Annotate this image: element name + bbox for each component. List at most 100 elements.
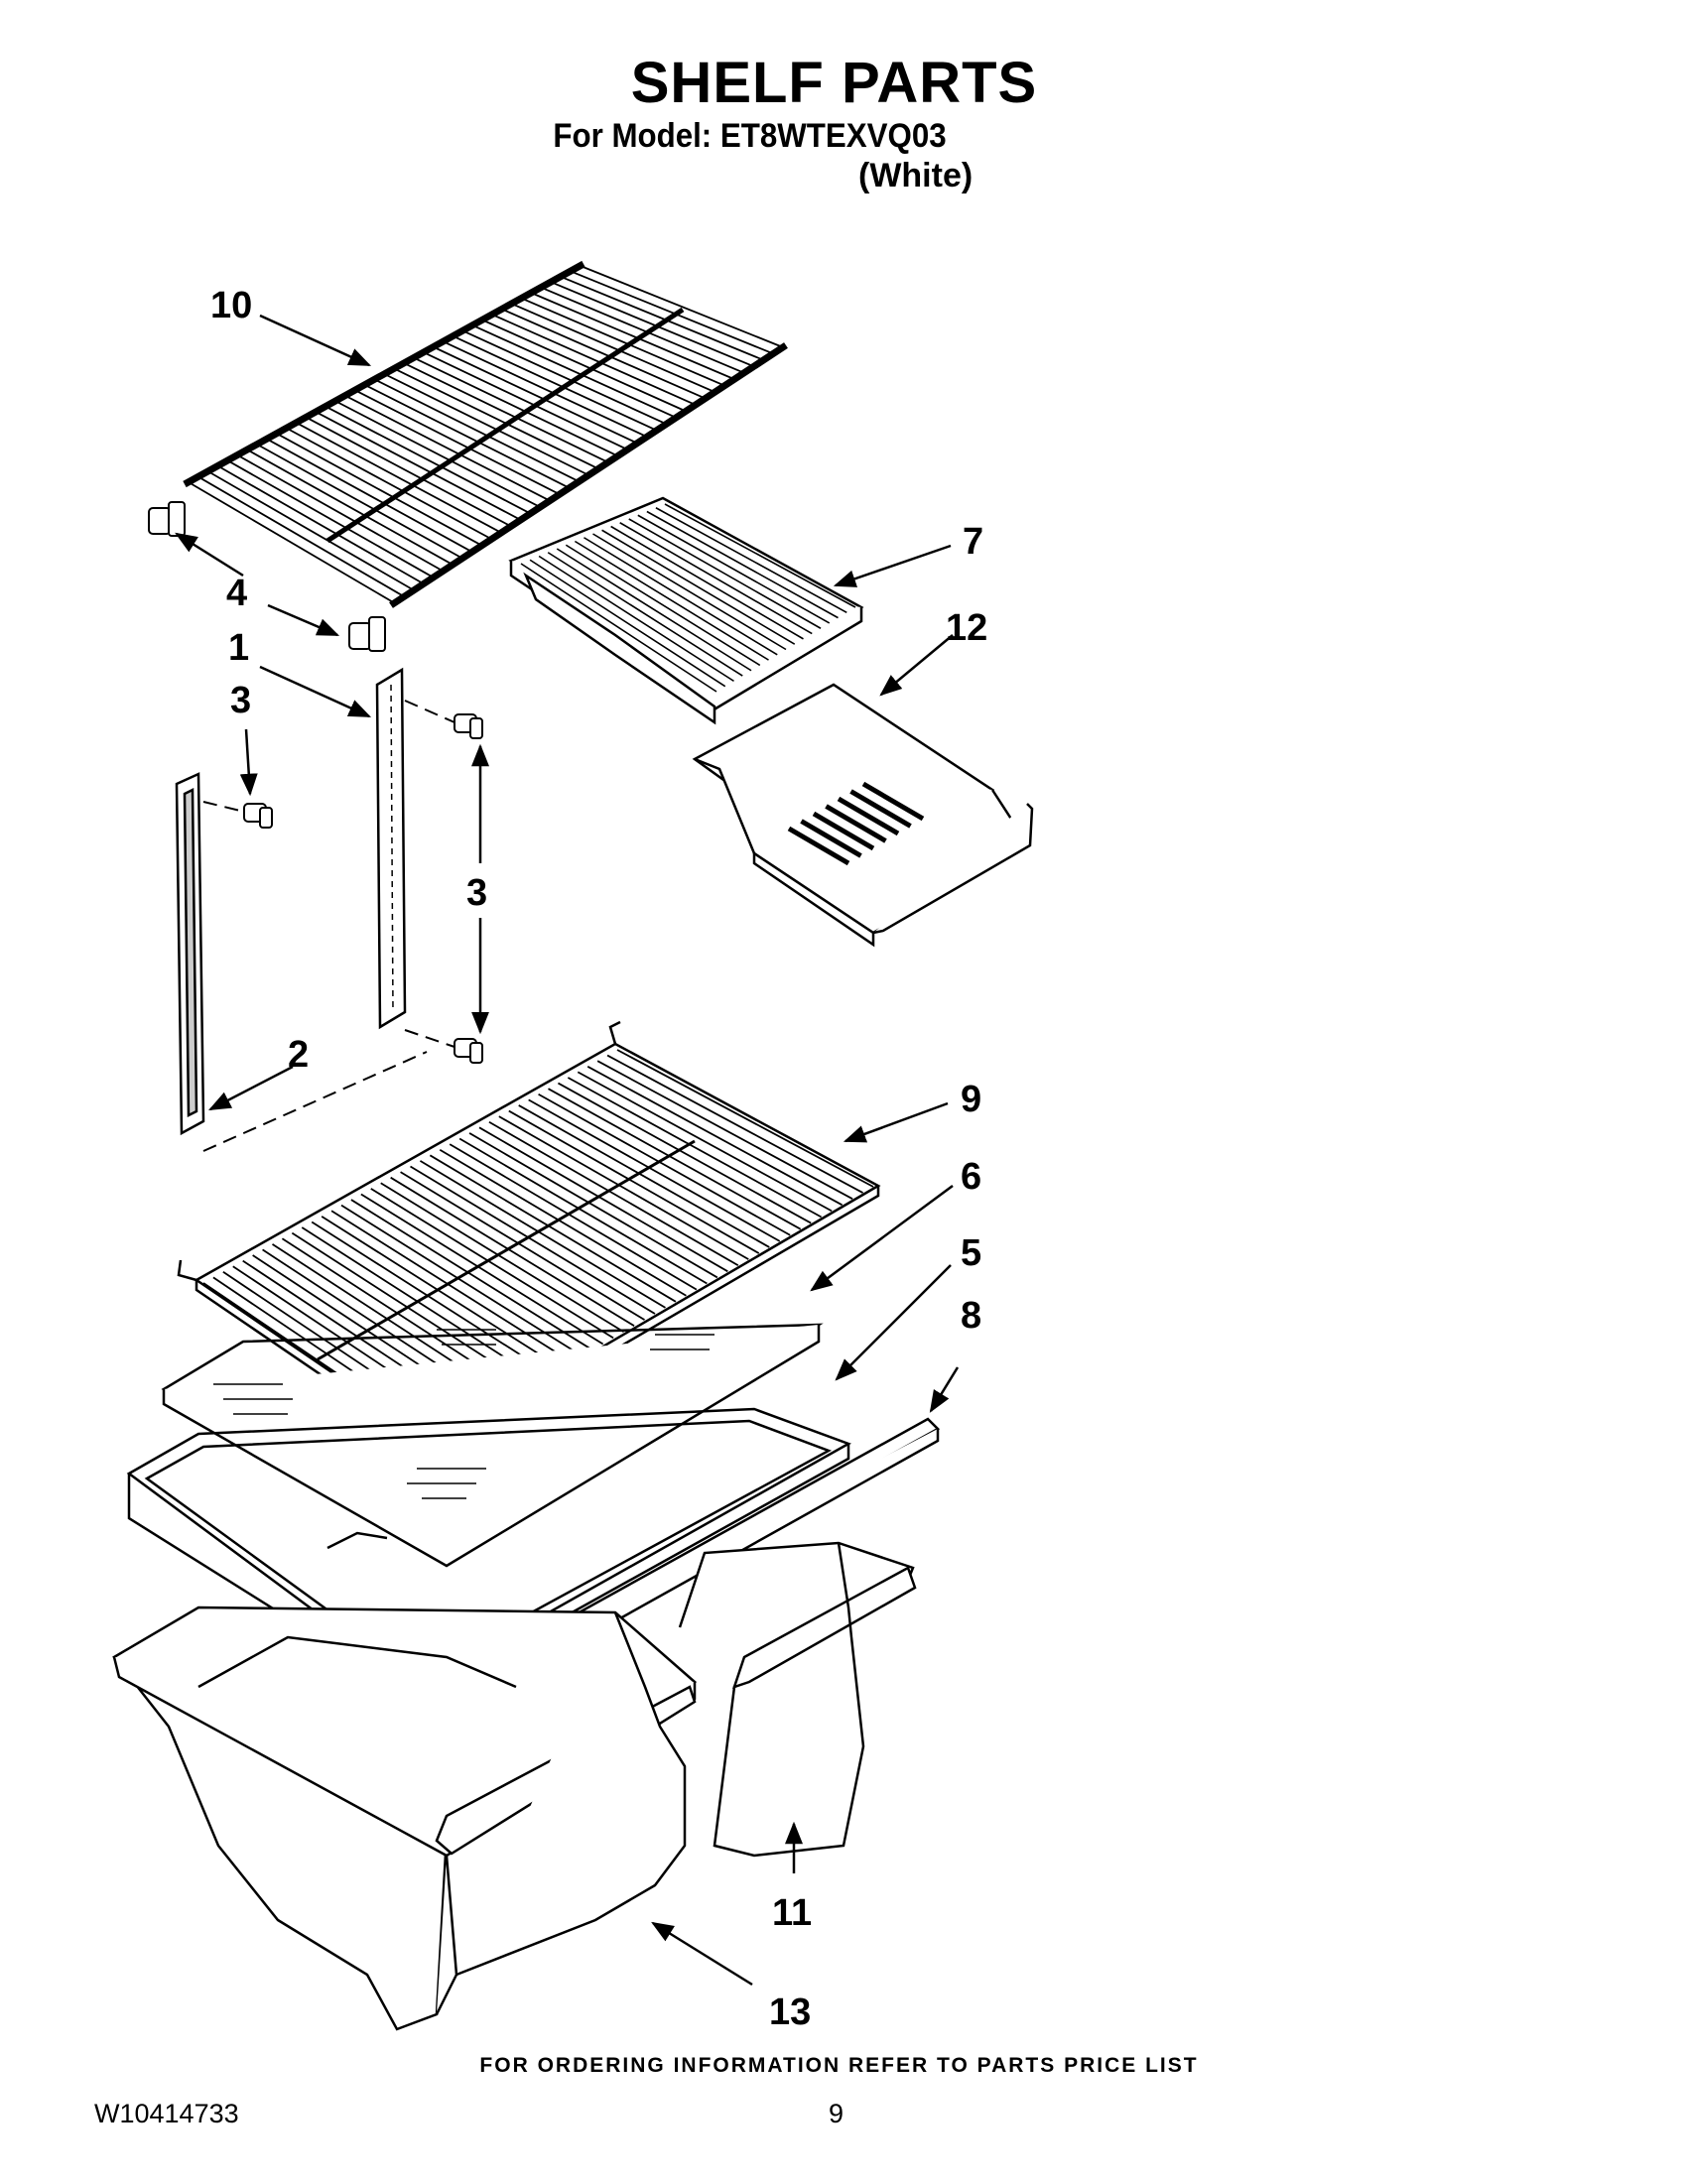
wire-line [538, 1092, 791, 1236]
wire-line [227, 459, 435, 578]
wire-line [548, 1088, 802, 1230]
wire-line [520, 563, 717, 693]
wire-line [321, 1216, 563, 1369]
wire-line [256, 444, 463, 560]
wire-line [458, 1137, 708, 1285]
wire-line [311, 1220, 552, 1375]
callout-7: 7 [963, 521, 983, 563]
wire-line [400, 1171, 645, 1321]
wire-line [529, 559, 726, 688]
wire-line [567, 1077, 823, 1219]
part-1-shelf-rail [375, 667, 407, 1030]
wire-line [236, 453, 445, 573]
wire-line [560, 276, 764, 361]
wire-line [350, 1199, 593, 1351]
model-color: (White) [858, 157, 974, 194]
wire-line [443, 340, 648, 439]
wire-line [592, 533, 787, 651]
callout-5: 5 [961, 1232, 981, 1274]
callout-8: 8 [961, 1295, 981, 1337]
wire-line [501, 308, 707, 400]
wire-line [531, 292, 735, 381]
wire-line [462, 329, 668, 426]
wire-line [541, 286, 745, 374]
wire-line [538, 555, 734, 683]
wire-line [481, 319, 687, 413]
part-3-screw [243, 713, 483, 1064]
wire-line [439, 1148, 687, 1297]
wire-line [488, 1120, 739, 1267]
wire-line [508, 1109, 760, 1254]
wire-line [410, 1165, 656, 1315]
wire-line [565, 544, 761, 667]
wire-line [491, 314, 697, 406]
wire-line [374, 378, 581, 483]
callout-9: 9 [961, 1079, 981, 1120]
wire-line [849, 789, 912, 829]
wire-line [296, 422, 502, 534]
wire-line [478, 1126, 728, 1273]
wire-line [306, 416, 512, 528]
wire-line [315, 411, 522, 521]
wire-line [266, 438, 473, 554]
callout-12: 12 [946, 607, 987, 649]
wire-line [596, 1060, 853, 1200]
wire-line [586, 1065, 844, 1207]
wire-line [344, 394, 551, 502]
wire-line [577, 1071, 833, 1213]
wire-line [325, 405, 532, 515]
wire-line [384, 373, 589, 476]
wire-line [433, 345, 638, 445]
wire-line [584, 537, 778, 656]
wire-line [330, 1210, 573, 1363]
wire-line [580, 265, 784, 348]
wire-line [570, 270, 774, 355]
wire-line [557, 1082, 812, 1224]
callout-11: 11 [772, 1892, 812, 1934]
wire-line [498, 1115, 749, 1260]
wire-line [276, 433, 483, 547]
wire-line [637, 514, 831, 624]
wire-line [246, 449, 454, 567]
callout-1: 1 [228, 627, 249, 669]
leader-arrows [175, 314, 960, 1987]
wire-line [390, 1176, 635, 1327]
wire-line [528, 1098, 781, 1242]
part-6-glass-shelf [161, 1323, 824, 1568]
wire-line [403, 362, 609, 463]
wire-line [521, 297, 725, 387]
wire-line [360, 1193, 604, 1346]
part-4-shelf-support [148, 501, 386, 652]
wire-line [812, 811, 875, 851]
wire-line [787, 826, 850, 866]
wire-line [547, 552, 743, 677]
part-7-crisper-shelf [508, 496, 864, 725]
model-line: For Model: ET8WTEXVQ03 [553, 117, 947, 155]
alignment-lines [202, 700, 455, 1152]
callout-10: 10 [210, 285, 252, 326]
wire-line [628, 518, 822, 629]
part-10-wire-shelf [183, 260, 788, 608]
wire-line [616, 1049, 874, 1188]
wire-line [449, 1143, 698, 1291]
wire-line [393, 367, 599, 470]
wire-line [188, 481, 396, 604]
wire-line [601, 529, 796, 645]
wire-line [423, 351, 628, 451]
callout-4: 4 [226, 573, 247, 614]
wire-line [197, 475, 406, 598]
callout-2: 2 [288, 1034, 309, 1076]
wire-line [429, 1154, 677, 1303]
wire-line [861, 781, 925, 822]
wire-line [646, 510, 839, 619]
wire-line [301, 1226, 542, 1381]
wire-line [518, 1104, 770, 1248]
wire-line [664, 503, 856, 608]
wire-line [551, 281, 755, 368]
part-2-shelf-rail [175, 772, 205, 1136]
wire-line [655, 507, 847, 614]
wire-line [825, 804, 887, 843]
wire-line [340, 1204, 584, 1357]
wire-line [380, 1182, 625, 1334]
